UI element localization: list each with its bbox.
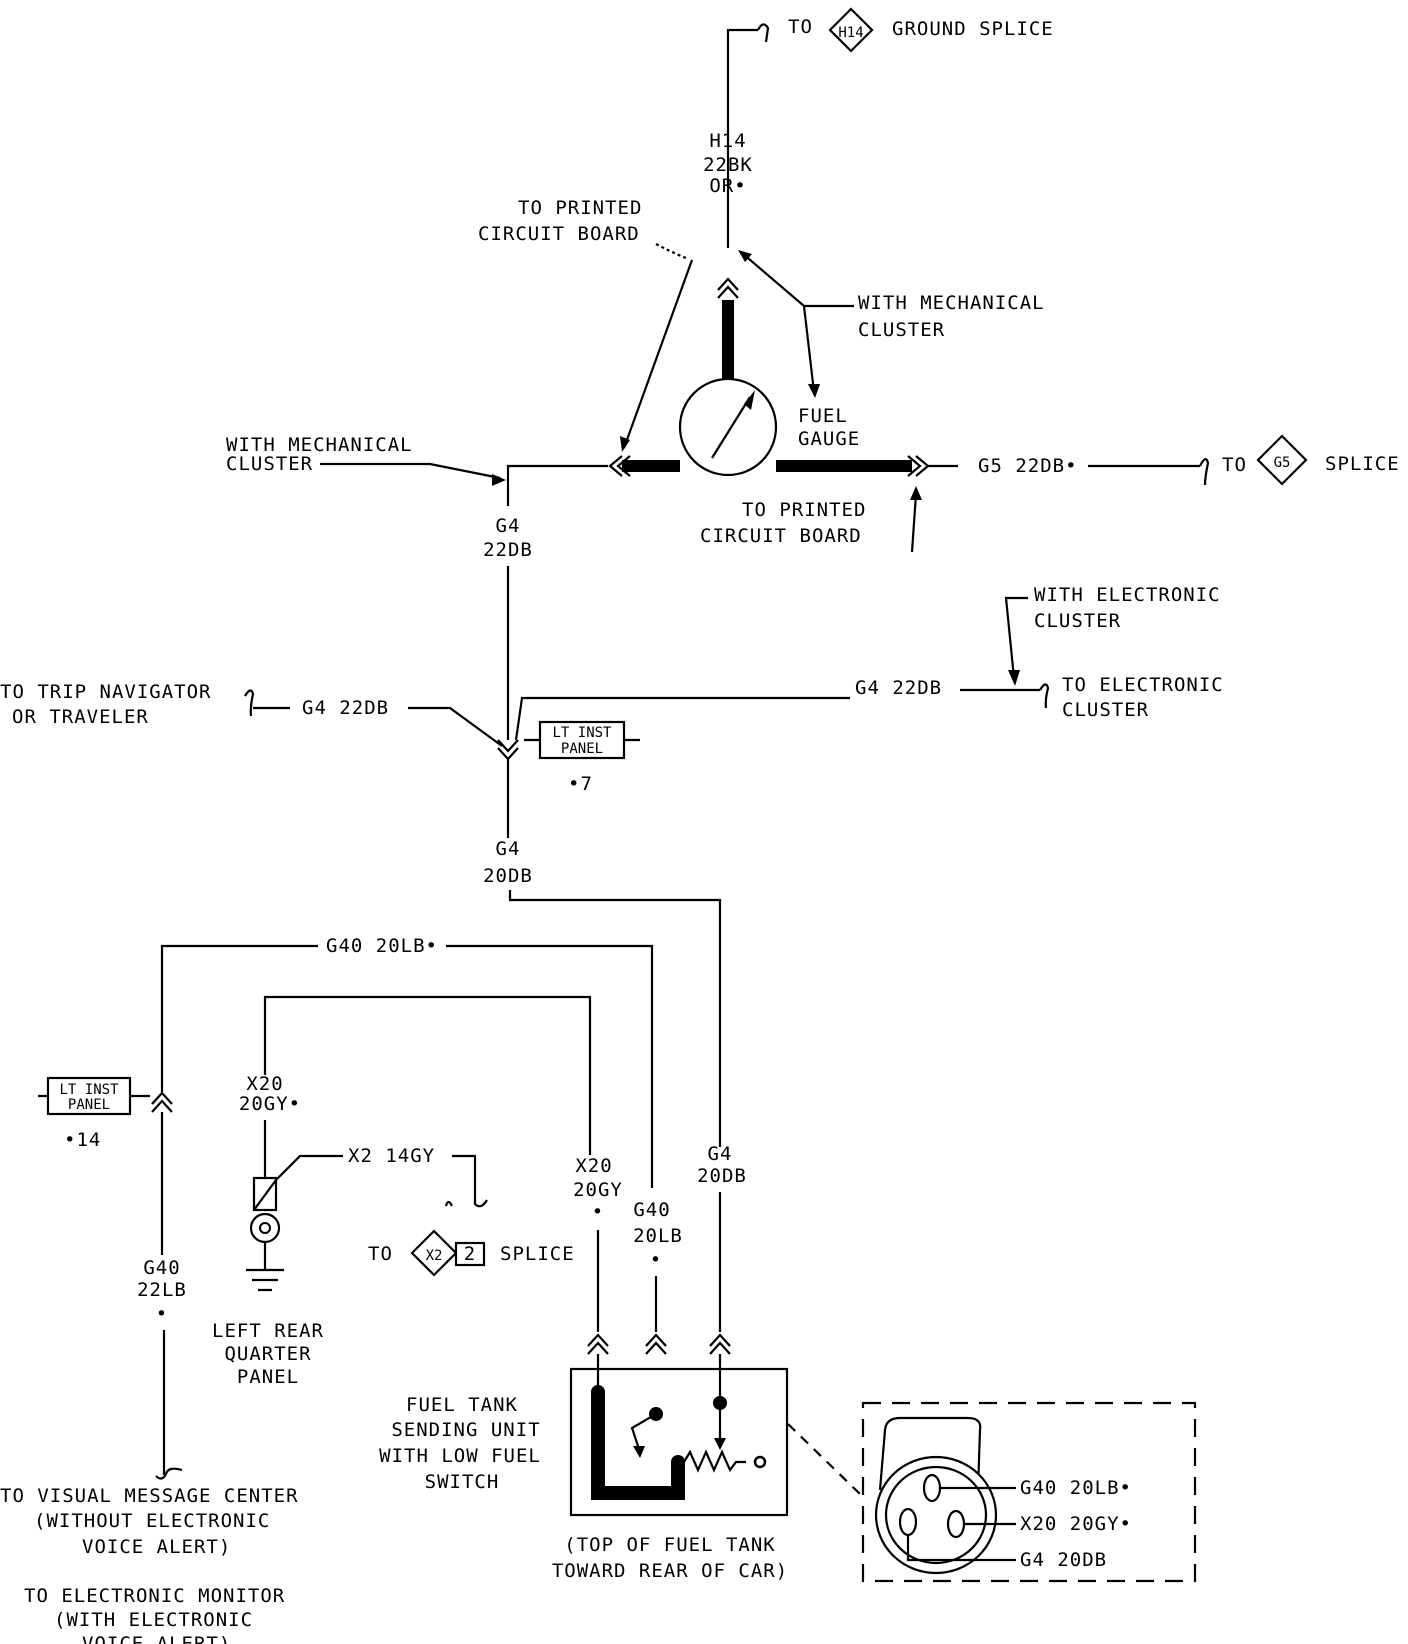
g4-junction-section: G4 22DB G4 22DB TO ELECTRONIC CLUSTER WI… — [0, 515, 1224, 1147]
x20-mid-id: X20 — [575, 1155, 612, 1177]
g5-splice-label: SPLICE — [1325, 453, 1400, 475]
x20-mid-gauge: 20GY — [573, 1179, 623, 1201]
to-pcb-bottom-line2: CIRCUIT BOARD — [700, 525, 862, 547]
lt-inst-panel-7: LT INST PANEL — [524, 720, 640, 760]
x20-left-id: X20 — [246, 1073, 283, 1095]
to-label: TO — [788, 16, 813, 38]
connector-pinout-inset: G40 20LB• X20 20GY• G4 20DB — [861, 1401, 1197, 1583]
x20-mid-dot: • — [592, 1201, 604, 1223]
lt-inst-panel-7-line1: LT INST — [552, 725, 612, 741]
lower-wiring-section: G40 20LB• LT INST PANEL •14 G40 22LB • X… — [0, 935, 1197, 1644]
trip-nav-line2: OR TRAVELER — [12, 706, 149, 728]
pin-x20-label: X20 20GY• — [1020, 1513, 1132, 1535]
x2-splice-diamond: X2 2 — [410, 1229, 486, 1277]
g5-to-label: TO — [1222, 454, 1247, 476]
g4-22db-gauge: 22DB — [483, 539, 533, 561]
x2-badge: X2 — [426, 1248, 443, 1264]
g40-mid-gauge: 20LB — [633, 1225, 683, 1247]
tank-top-line2: TOWARD REAR OF CAR) — [552, 1560, 788, 1582]
sender-line3: WITH LOW FUEL — [379, 1445, 541, 1467]
x20-left-gauge: 20GY• — [239, 1093, 301, 1115]
pin-g40-label: G40 20LB• — [1020, 1477, 1132, 1499]
g5-badge: G5 — [1274, 455, 1291, 471]
h14-wire-id: H14 — [709, 130, 746, 152]
tank-connector-chevrons — [587, 1333, 731, 1355]
with-mech-right-line1: WITH MECHANICAL — [858, 292, 1045, 314]
h14-ground-branch: TO H14 GROUND SPLICE H14 22BK OR• — [703, 7, 1054, 248]
fuel-gauge-label-1: FUEL — [798, 405, 848, 427]
to-pcb-top-line2: CIRCUIT BOARD — [478, 223, 640, 245]
g4-mid-id: G4 — [708, 1143, 733, 1165]
visual-msg-line1: TO VISUAL MESSAGE CENTER — [0, 1485, 299, 1507]
elec-monitor-line1: TO ELECTRONIC MONITOR — [24, 1585, 285, 1607]
g40-left-id: G40 — [143, 1257, 180, 1279]
g40-left-gauge: 22LB — [137, 1279, 187, 1301]
g4-22db-right-label: G4 22DB — [855, 677, 942, 699]
trip-nav-line1: TO TRIP NAVIGATOR — [0, 681, 211, 703]
g40-mid-dot: • — [650, 1249, 662, 1271]
sender-line1: FUEL TANK — [406, 1394, 518, 1416]
g4-20db-gauge: 20DB — [483, 865, 533, 887]
g4-20db-id: G4 — [496, 838, 521, 860]
lt-inst-panel-14-line2: PANEL — [68, 1097, 110, 1113]
x2-wire-label: X2 14GY — [348, 1145, 435, 1167]
g4-22db-left-label: G4 22DB — [302, 697, 389, 719]
with-mech-left-line2: CLUSTER — [226, 453, 313, 475]
ground-label-1: LEFT REAR — [212, 1320, 324, 1342]
fuel-gauge-icon — [678, 377, 778, 477]
x2-num: 2 — [464, 1243, 476, 1265]
with-mech-left-line1: WITH MECHANICAL — [226, 434, 413, 456]
g40-left-dot: • — [156, 1303, 168, 1325]
g5-splice-diamond: G5 — [1256, 434, 1308, 486]
connector-14-label: •14 — [64, 1129, 101, 1151]
ground-label-3: PANEL — [237, 1366, 299, 1388]
pin-g4-label: G4 20DB — [1020, 1549, 1107, 1571]
to-electronic-line2: CLUSTER — [1062, 699, 1149, 721]
ground-label-2: QUARTER — [224, 1343, 311, 1365]
connector-7-label: •7 — [568, 773, 593, 795]
tank-top-line1: (TOP OF FUEL TANK — [564, 1534, 775, 1556]
g4-mid-gauge: 20DB — [697, 1165, 747, 1187]
with-electronic-line2: CLUSTER — [1034, 610, 1121, 632]
sender-line2: SENDING UNIT — [391, 1419, 540, 1441]
g5-wire-label: G5 22DB• — [978, 455, 1078, 477]
elec-monitor-line2: (WITH ELECTRONIC — [54, 1609, 253, 1631]
fuel-tank-sending-unit — [569, 1354, 789, 1517]
elec-monitor-line3: VOICE ALERT) — [82, 1633, 231, 1644]
to-pcb-bottom-line1: TO PRINTED — [742, 499, 866, 521]
h14-wire-gauge: 22BK — [703, 154, 753, 176]
lt-inst-panel-14: LT INST PANEL — [38, 1076, 150, 1116]
h14-splice-diamond: H14 — [828, 7, 874, 53]
ground-icon — [246, 1268, 284, 1292]
visual-msg-line3: VOICE ALERT) — [82, 1536, 231, 1558]
fuel-gauge-label-2: GAUGE — [798, 428, 860, 450]
sender-line4: SWITCH — [425, 1471, 500, 1493]
ground-splice-label: GROUND SPLICE — [892, 18, 1054, 40]
to-pcb-top-line1: TO PRINTED — [518, 197, 642, 219]
g40-mid-id: G40 — [633, 1199, 670, 1221]
with-mech-right-line2: CLUSTER — [858, 319, 945, 341]
x2-splice-label: SPLICE — [500, 1243, 575, 1265]
h14-wire-alt: OR• — [709, 175, 746, 197]
lt-inst-panel-14-line1: LT INST — [59, 1082, 119, 1098]
g4-22db-id: G4 — [496, 515, 521, 537]
x2-to-label: TO — [368, 1243, 393, 1265]
fuel-gauge-assembly: G5 22DB• TO G5 SPLICE TO PRINTED CIRCUIT… — [226, 197, 1400, 553]
with-electronic-line1: WITH ELECTRONIC — [1034, 584, 1221, 606]
to-electronic-line1: TO ELECTRONIC — [1062, 674, 1224, 696]
lt-inst-panel-7-line2: PANEL — [561, 741, 603, 757]
g40-top-label: G40 20LB• — [326, 935, 438, 957]
visual-msg-line2: (WITHOUT ELECTRONIC — [34, 1510, 270, 1532]
h14-badge: H14 — [838, 25, 863, 41]
